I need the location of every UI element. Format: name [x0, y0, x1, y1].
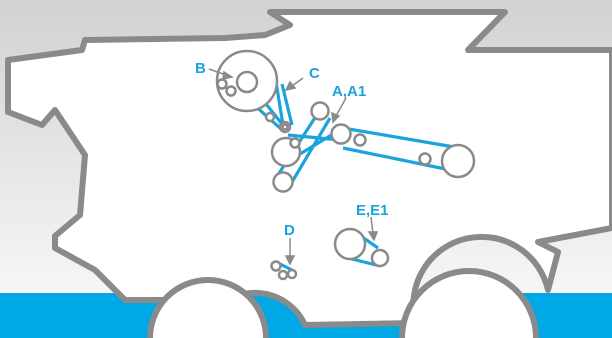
- pulley-a-small: [289, 137, 301, 149]
- pulley-e-small: [370, 248, 390, 268]
- rear-wheel: [399, 268, 539, 338]
- belt-main-lower: [342, 146, 461, 174]
- belt-main-upper: [342, 126, 461, 150]
- belt-c-vertical-1: [274, 81, 285, 126]
- callout-labels: B C A,A1 D E,E1: [195, 60, 389, 239]
- arrow-a: [335, 97, 347, 117]
- arrow-b-head: [222, 70, 234, 80]
- pulley-main-large: [440, 143, 476, 179]
- pulley-d-1: [270, 260, 282, 272]
- arrow-c-head: [284, 80, 297, 92]
- pulley-a-upper: [310, 101, 330, 121]
- pulley-b-small-1: [216, 78, 228, 90]
- label-a-a1: A,A1: [332, 83, 366, 100]
- belt-a-cross-1: [287, 133, 341, 142]
- combine-silhouette: [5, 9, 612, 338]
- pulley-main-small: [418, 152, 432, 166]
- callout-arrows: [208, 68, 379, 266]
- pulley-d-2: [277, 269, 289, 281]
- pulley-b-large: [235, 70, 259, 94]
- arrow-d-head: [284, 255, 296, 266]
- pulley-a-lower: [272, 171, 294, 193]
- label-c: C: [309, 65, 320, 82]
- pulley-c-3: [281, 123, 289, 131]
- label-b: B: [195, 60, 206, 77]
- arrow-c: [291, 77, 304, 87]
- pulley-e-large: [333, 227, 367, 261]
- arrow-a-head: [331, 111, 341, 124]
- pulley-d-3: [286, 268, 298, 280]
- front-wheel: [147, 277, 269, 338]
- belt-c-vertical-2: [280, 83, 294, 126]
- label-e-e1: E,E1: [356, 202, 389, 219]
- pulley-a1-small: [353, 133, 367, 147]
- belt-a-diagonal-2: [290, 117, 332, 183]
- pulley-b-small-2: [225, 85, 237, 97]
- pulley-c-1: [264, 111, 276, 123]
- arrow-e-head: [367, 231, 379, 242]
- pulleys: [215, 49, 476, 281]
- arrow-e: [370, 216, 374, 235]
- label-d: D: [284, 222, 295, 239]
- pulley-a1-mid: [330, 123, 352, 145]
